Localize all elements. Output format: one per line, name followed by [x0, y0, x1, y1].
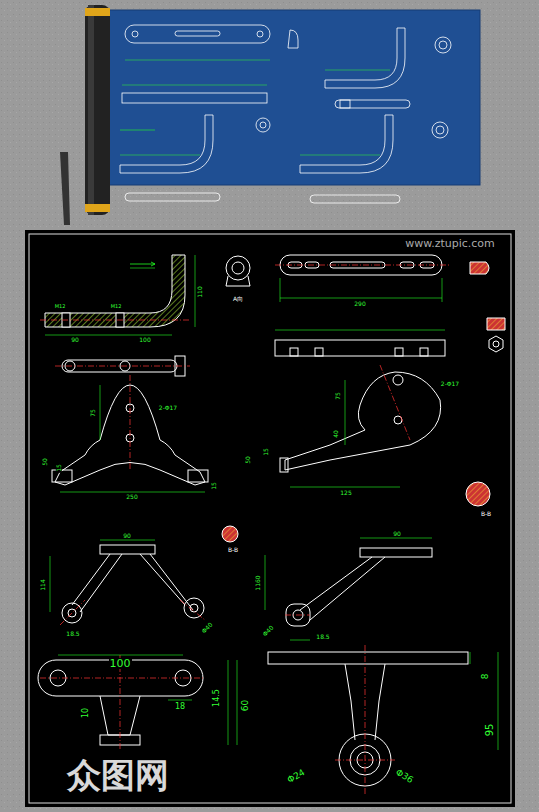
dimension-label: 90	[70, 337, 80, 343]
dimension-label: B-B	[227, 547, 239, 553]
dimension-label: A向	[232, 296, 244, 302]
dimension-label: Φ40	[200, 621, 214, 635]
dimension-label: 50	[245, 455, 251, 465]
dimension-label: 125	[339, 490, 352, 496]
dimension-label: 18.5	[65, 631, 80, 637]
dimension-label: 10	[82, 707, 90, 719]
dimension-label: B-B	[480, 511, 492, 517]
dimension-label: 8	[481, 672, 490, 680]
dimension-label: 50	[42, 457, 48, 467]
watermark-url: www.ztupic.com	[404, 238, 496, 249]
dimension-label: Φ40	[261, 624, 275, 638]
dimension-label: 2-Φ17	[158, 405, 178, 411]
dimension-label: Φ36	[393, 767, 415, 785]
dimension-label: Φ24	[285, 767, 307, 785]
dimension-label: M12	[110, 304, 123, 309]
dimension-label: 18	[174, 703, 186, 711]
dimension-label: 18.5	[315, 634, 330, 640]
dimension-label: 15	[211, 481, 217, 491]
dimension-label: 290	[353, 301, 366, 307]
watermark-logo: 众图网	[66, 758, 170, 792]
dimension-label: 90	[392, 531, 402, 537]
dimension-label: 14.5	[213, 688, 221, 708]
dimension-label: 75	[335, 391, 341, 401]
dimension-label: 100	[138, 337, 151, 343]
dimension-label: 110	[197, 285, 203, 298]
dimension-label: 15	[263, 447, 269, 457]
dimension-label: 2-Φ17	[440, 381, 460, 387]
dimension-label: M12	[54, 304, 67, 309]
dimension-label: 90	[122, 533, 132, 539]
dimension-label: 40	[333, 429, 339, 439]
dimension-label: 100	[109, 658, 132, 669]
dimension-label: 250	[125, 494, 138, 500]
dimension-label: 60	[241, 698, 250, 711]
dimension-label: 1160	[255, 574, 261, 591]
dimension-label: 95	[485, 723, 495, 738]
dimension-label: 75	[90, 408, 96, 418]
dimension-label: 15	[56, 463, 62, 473]
dimension-label: 114	[40, 578, 46, 591]
